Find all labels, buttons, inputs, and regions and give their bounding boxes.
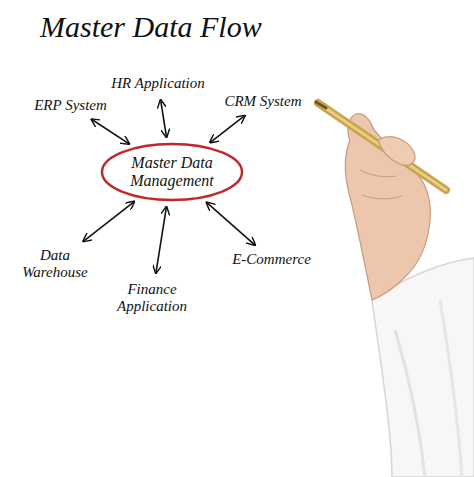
node-text: ERP System xyxy=(34,97,107,114)
system-label: ERP System xyxy=(30,95,111,116)
system-label: HR Application xyxy=(107,73,209,94)
node-text: CRM System xyxy=(224,93,301,110)
double-arrow xyxy=(207,202,255,245)
double-arrow xyxy=(156,207,167,273)
hub-ellipse: Master Data Management xyxy=(100,142,244,202)
double-arrow xyxy=(210,116,245,143)
diagram-title: Master Data Flow xyxy=(40,10,262,44)
node-text: Master Data Management xyxy=(124,154,220,189)
node-text: E-Commerce xyxy=(232,251,311,268)
system-label: Finance Application xyxy=(103,279,201,316)
node-text: Data Warehouse xyxy=(15,247,95,280)
system-label: E-Commerce xyxy=(228,249,315,270)
node-text: Finance Application xyxy=(107,281,197,314)
double-arrow xyxy=(83,202,134,242)
node-text: HR Application xyxy=(111,75,204,92)
double-arrow xyxy=(92,119,130,144)
double-arrow xyxy=(161,100,167,137)
system-label: CRM System xyxy=(220,91,306,112)
system-label: Data Warehouse xyxy=(11,245,99,282)
